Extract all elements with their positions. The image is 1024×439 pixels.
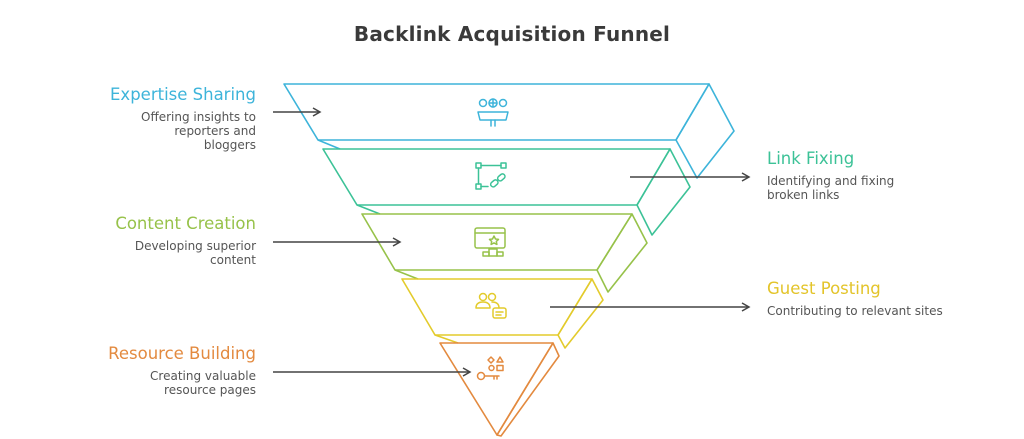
diagram-title: Backlink Acquisition Funnel	[353, 22, 671, 46]
label-link-fixing: Link Fixing Identifying and fixing broke…	[767, 149, 1007, 202]
funnel-layer-expertise-sharing	[283, 83, 735, 179]
label-content-creation: Content Creation Developing superior con…	[16, 214, 256, 267]
funnel-layer-guest-posting	[401, 278, 604, 349]
press-conference-icon	[477, 98, 509, 127]
ranked-content-icon	[474, 227, 506, 257]
stage-description: Contributing to relevant sites	[767, 304, 943, 318]
resource-key-icon	[476, 356, 504, 381]
stage-title: Expertise Sharing	[110, 85, 256, 104]
label-guest-posting: Guest Posting Contributing to relevant s…	[767, 279, 1007, 318]
label-resource-building: Resource Building Creating valuable reso…	[16, 344, 256, 397]
stage-title: Guest Posting	[767, 279, 881, 298]
stage-title: Resource Building	[108, 344, 256, 363]
broken-link-icon	[475, 162, 507, 190]
stage-description: Identifying and fixing broken links	[767, 174, 895, 202]
stage-title: Content Creation	[115, 214, 256, 233]
funnel-layer-link-fixing	[322, 148, 691, 236]
stage-title: Link Fixing	[767, 149, 855, 168]
label-expertise-sharing: Expertise Sharing Offering insights to r…	[16, 85, 256, 152]
stage-description: Developing superior content	[134, 239, 256, 267]
stage-description: Creating valuable resource pages	[150, 369, 256, 397]
guest-chat-icon	[475, 292, 507, 319]
funnel-layer-content-creation	[361, 213, 648, 293]
funnel-layer-resource-building	[439, 342, 560, 437]
stage-description: Offering insights to reporters and blogg…	[141, 110, 256, 152]
